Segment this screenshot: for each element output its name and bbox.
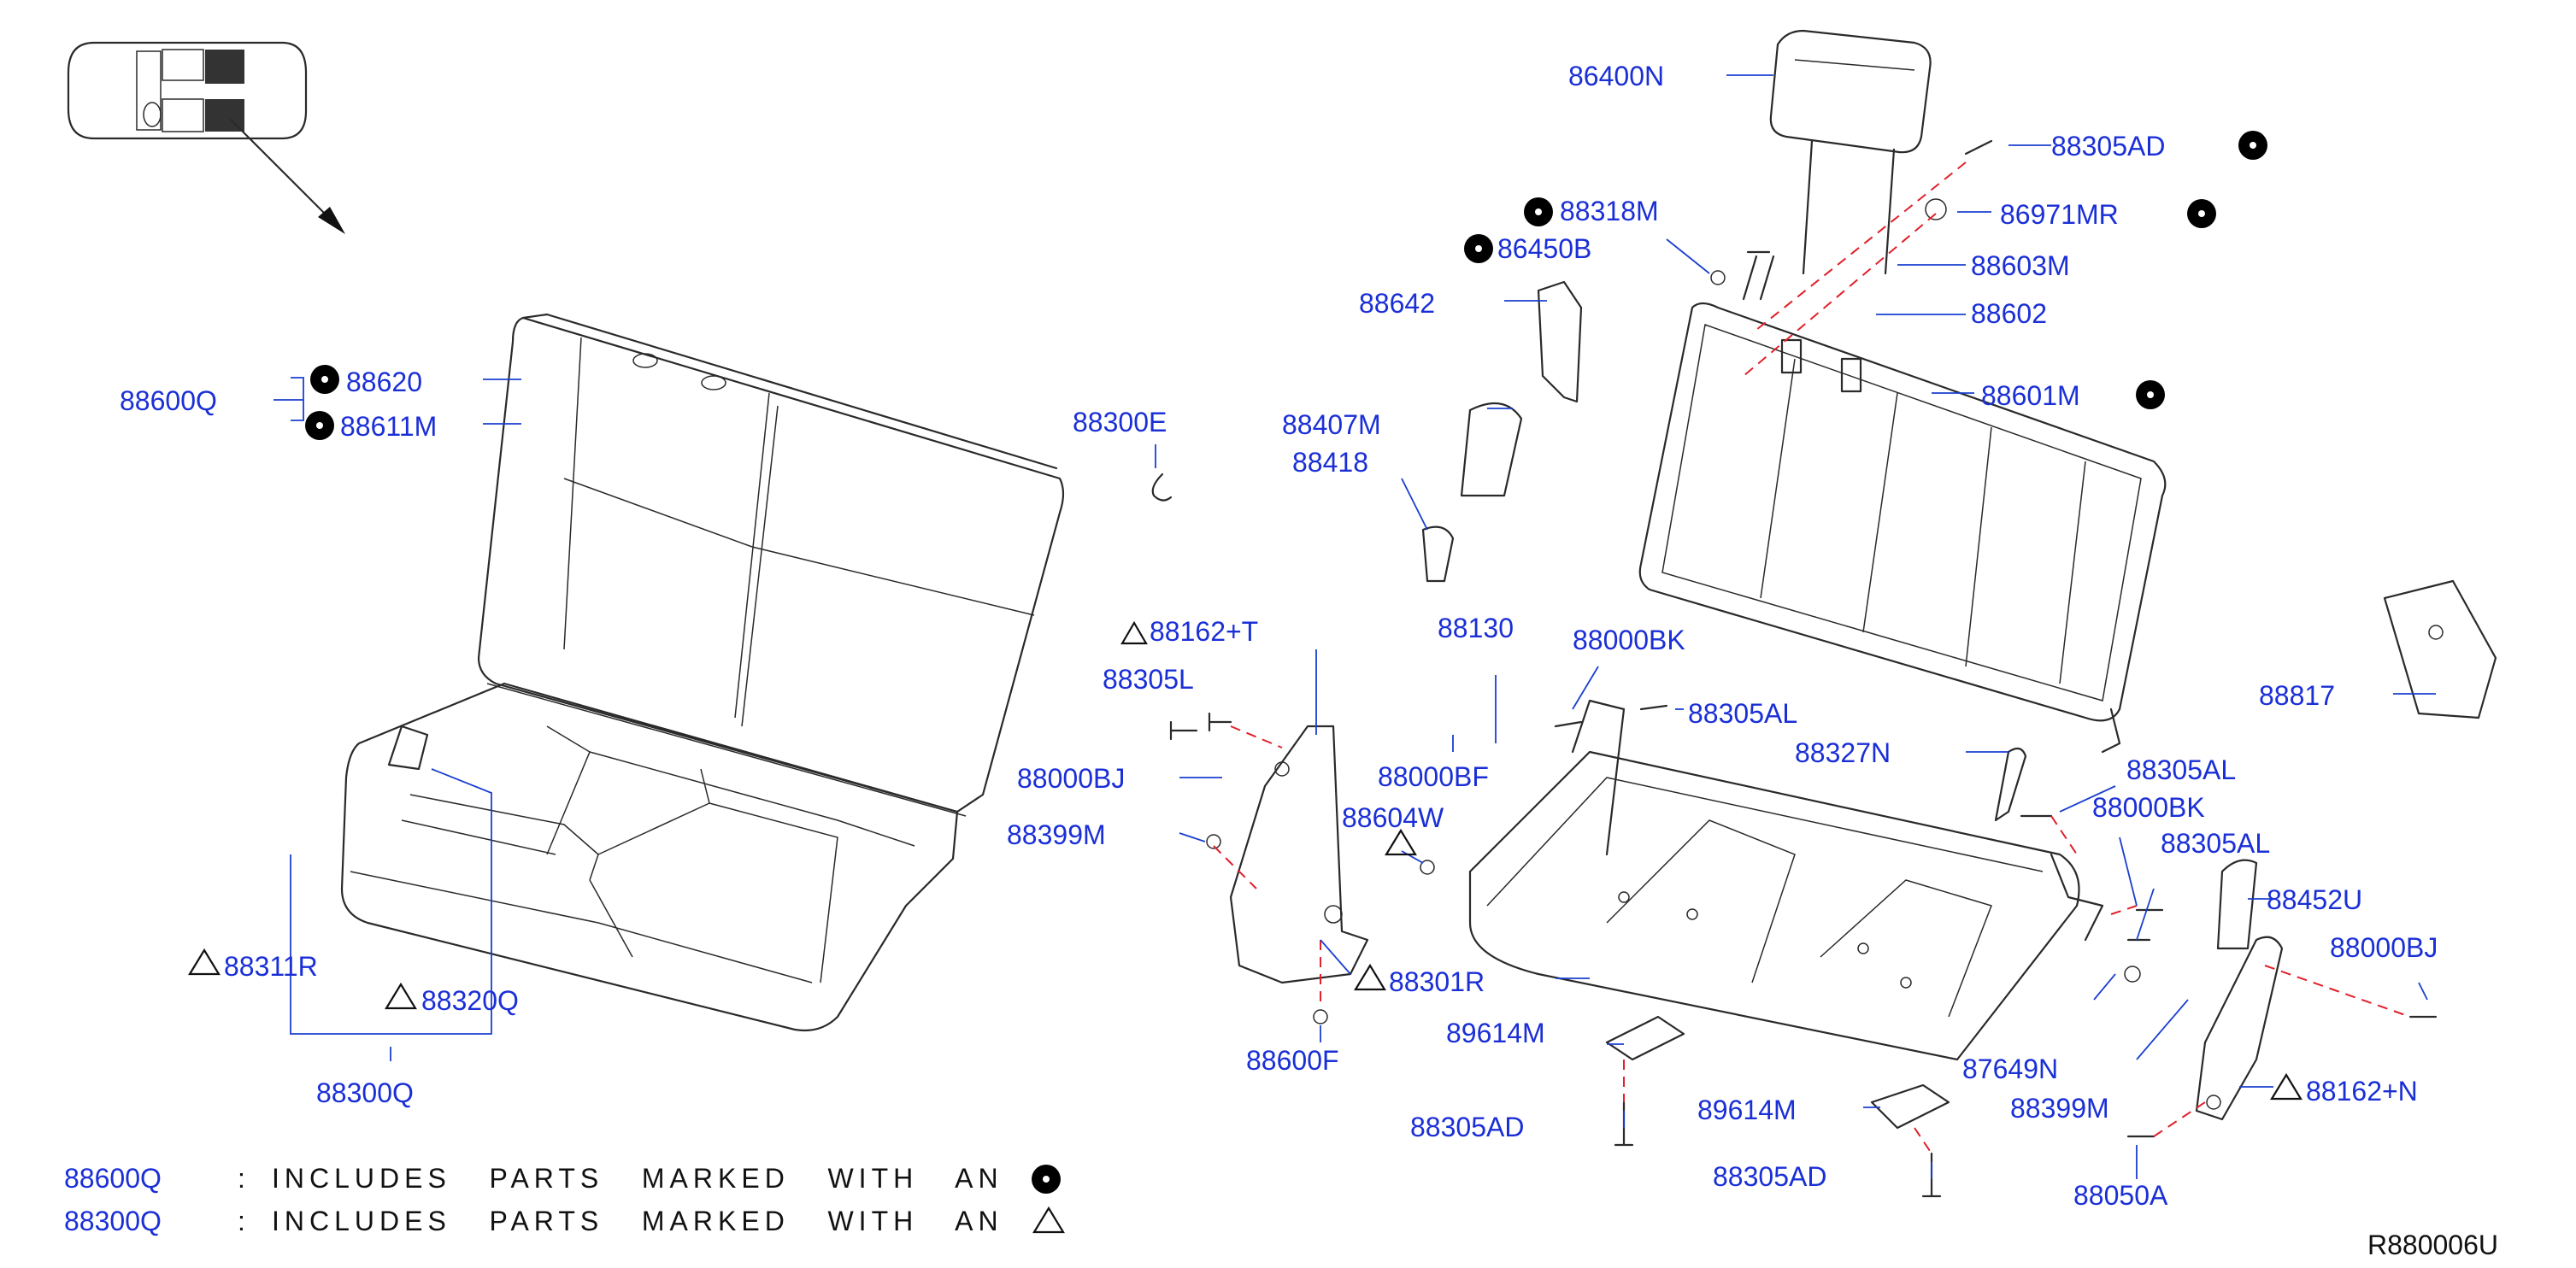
dot-marker-icon — [310, 365, 339, 394]
dot-marker-icon — [305, 411, 334, 440]
label-86450B[interactable]: 86450B — [1497, 233, 1591, 264]
label-88611M[interactable]: 88611M — [340, 411, 437, 442]
label-88000BF[interactable]: 88000BF — [1378, 761, 1489, 792]
label-88162T[interactable]: 88162+T — [1150, 616, 1258, 647]
triangle-marker-icon — [1120, 620, 1148, 645]
seat-back-frame — [1638, 302, 2167, 754]
triangle-marker-icon — [385, 982, 417, 1010]
dot-marker-icon — [2187, 199, 2216, 228]
clip-88300E — [1151, 473, 1173, 502]
legend-text-dot: INCLUDES PARTS MARKED WITH AN — [272, 1163, 1003, 1194]
label-88000BK-b[interactable]: 88000BK — [2092, 792, 2205, 823]
label-88305AL-c[interactable]: 88305AL — [2161, 828, 2270, 859]
bracket-88000BJ-left — [1229, 725, 1369, 984]
marker-symbols — [188, 131, 2303, 1101]
leader-lines — [273, 74, 2436, 1179]
diagram-code: R880006U — [2367, 1230, 2498, 1260]
pad-89614M-a — [1605, 1015, 1685, 1061]
label-88620[interactable]: 88620 — [346, 367, 422, 397]
bracket-88817 — [2383, 579, 2497, 719]
label-88050A[interactable]: 88050A — [2073, 1180, 2168, 1211]
label-88311R[interactable]: 88311R — [224, 951, 318, 982]
legend-dot-icon — [1032, 1165, 1061, 1194]
pad-89614M-b — [1870, 1083, 1950, 1130]
fastener-dash-lines — [1213, 161, 2411, 1154]
dot-marker-icon — [1464, 234, 1493, 263]
legend-text-triangle: INCLUDES PARTS MARKED WITH AN — [272, 1206, 1003, 1236]
label-88305AD-b[interactable]: 88305AD — [1713, 1161, 1826, 1192]
label-88327N[interactable]: 88327N — [1795, 737, 1891, 768]
label-88399M-a[interactable]: 88399M — [1007, 819, 1106, 850]
label-89614M-b[interactable]: 89614M — [1697, 1095, 1797, 1125]
label-88301R[interactable]: 88301R — [1389, 966, 1485, 997]
label-88602[interactable]: 88602 — [1971, 298, 2047, 329]
label-88452U[interactable]: 88452U — [2267, 884, 2362, 915]
legend-part-88600Q: 88600Q — [64, 1163, 162, 1194]
legend-sep: : — [238, 1206, 245, 1236]
seat-cushion — [340, 682, 959, 1032]
legend: 88600Q : INCLUDES PARTS MARKED WITH AN 8… — [64, 1163, 1065, 1236]
label-88817[interactable]: 88817 — [2259, 680, 2335, 711]
label-88418[interactable]: 88418 — [1292, 447, 1368, 478]
triangle-marker-icon — [1354, 963, 1386, 991]
dot-marker-icon — [2136, 380, 2165, 409]
label-88642[interactable]: 88642 — [1359, 288, 1435, 319]
cover-88407M — [1460, 402, 1523, 497]
label-88305AD-a[interactable]: 88305AD — [1410, 1112, 1524, 1142]
label-86400N[interactable]: 86400N — [1568, 61, 1664, 91]
label-88604W[interactable]: 88604W — [1342, 802, 1444, 833]
label-88601M[interactable]: 88601M — [1981, 380, 2080, 411]
label-88130[interactable]: 88130 — [1438, 613, 1514, 643]
label-88407M[interactable]: 88407M — [1282, 409, 1381, 440]
label-86971MR[interactable]: 86971MR — [2000, 199, 2119, 230]
legend-triangle-icon — [1032, 1206, 1065, 1234]
part-labels: 86400N 88305AD 88318M 86971MR 86450B 886… — [120, 61, 2438, 1211]
legend-sep: : — [238, 1163, 245, 1194]
label-88305AL-a[interactable]: 88305AL — [1688, 698, 1797, 729]
triangle-marker-icon — [1385, 828, 1417, 856]
label-89614M-a[interactable]: 89614M — [1446, 1018, 1545, 1048]
knob-88418 — [1421, 525, 1455, 583]
label-88399M-b[interactable]: 88399M — [2010, 1093, 2109, 1124]
legend-part-88300Q: 88300Q — [64, 1206, 162, 1236]
triangle-marker-icon — [188, 948, 221, 976]
cover-88327N — [1994, 747, 2027, 822]
label-88000BK-a[interactable]: 88000BK — [1573, 625, 1685, 655]
label-88318M[interactable]: 88318M — [1560, 196, 1659, 226]
triangle-marker-icon — [2270, 1072, 2303, 1101]
label-88603M[interactable]: 88603M — [1971, 250, 2070, 281]
label-88300Q[interactable]: 88300Q — [316, 1077, 414, 1108]
label-88000BJ-b[interactable]: 88000BJ — [2330, 932, 2438, 963]
bolts — [1169, 139, 2438, 1198]
dot-marker-icon — [1524, 197, 1553, 226]
label-88600Q[interactable]: 88600Q — [120, 385, 217, 416]
label-87649N[interactable]: 87649N — [1962, 1054, 2058, 1084]
hinge-bracket-88642 — [1537, 280, 1583, 403]
headrest — [1769, 29, 1932, 275]
label-88305AL-b[interactable]: 88305AL — [2126, 754, 2236, 785]
seat-base-frame — [1468, 699, 2104, 1061]
label-88300E[interactable]: 88300E — [1073, 407, 1167, 437]
label-88305AD-top[interactable]: 88305AD — [2051, 131, 2165, 161]
label-88305L[interactable]: 88305L — [1103, 664, 1194, 695]
vehicle-locator-icon — [67, 41, 345, 234]
cover-88452U — [2216, 859, 2258, 950]
seat-back-cushion — [477, 313, 1065, 817]
label-88600F[interactable]: 88600F — [1246, 1045, 1339, 1076]
bracket-88000BJ-right — [2195, 936, 2284, 1121]
dot-marker-icon — [2238, 131, 2267, 160]
label-88162N[interactable]: 88162+N — [2306, 1076, 2418, 1107]
label-88000BJ-a[interactable]: 88000BJ — [1017, 763, 1125, 794]
label-88320Q[interactable]: 88320Q — [421, 985, 519, 1016]
